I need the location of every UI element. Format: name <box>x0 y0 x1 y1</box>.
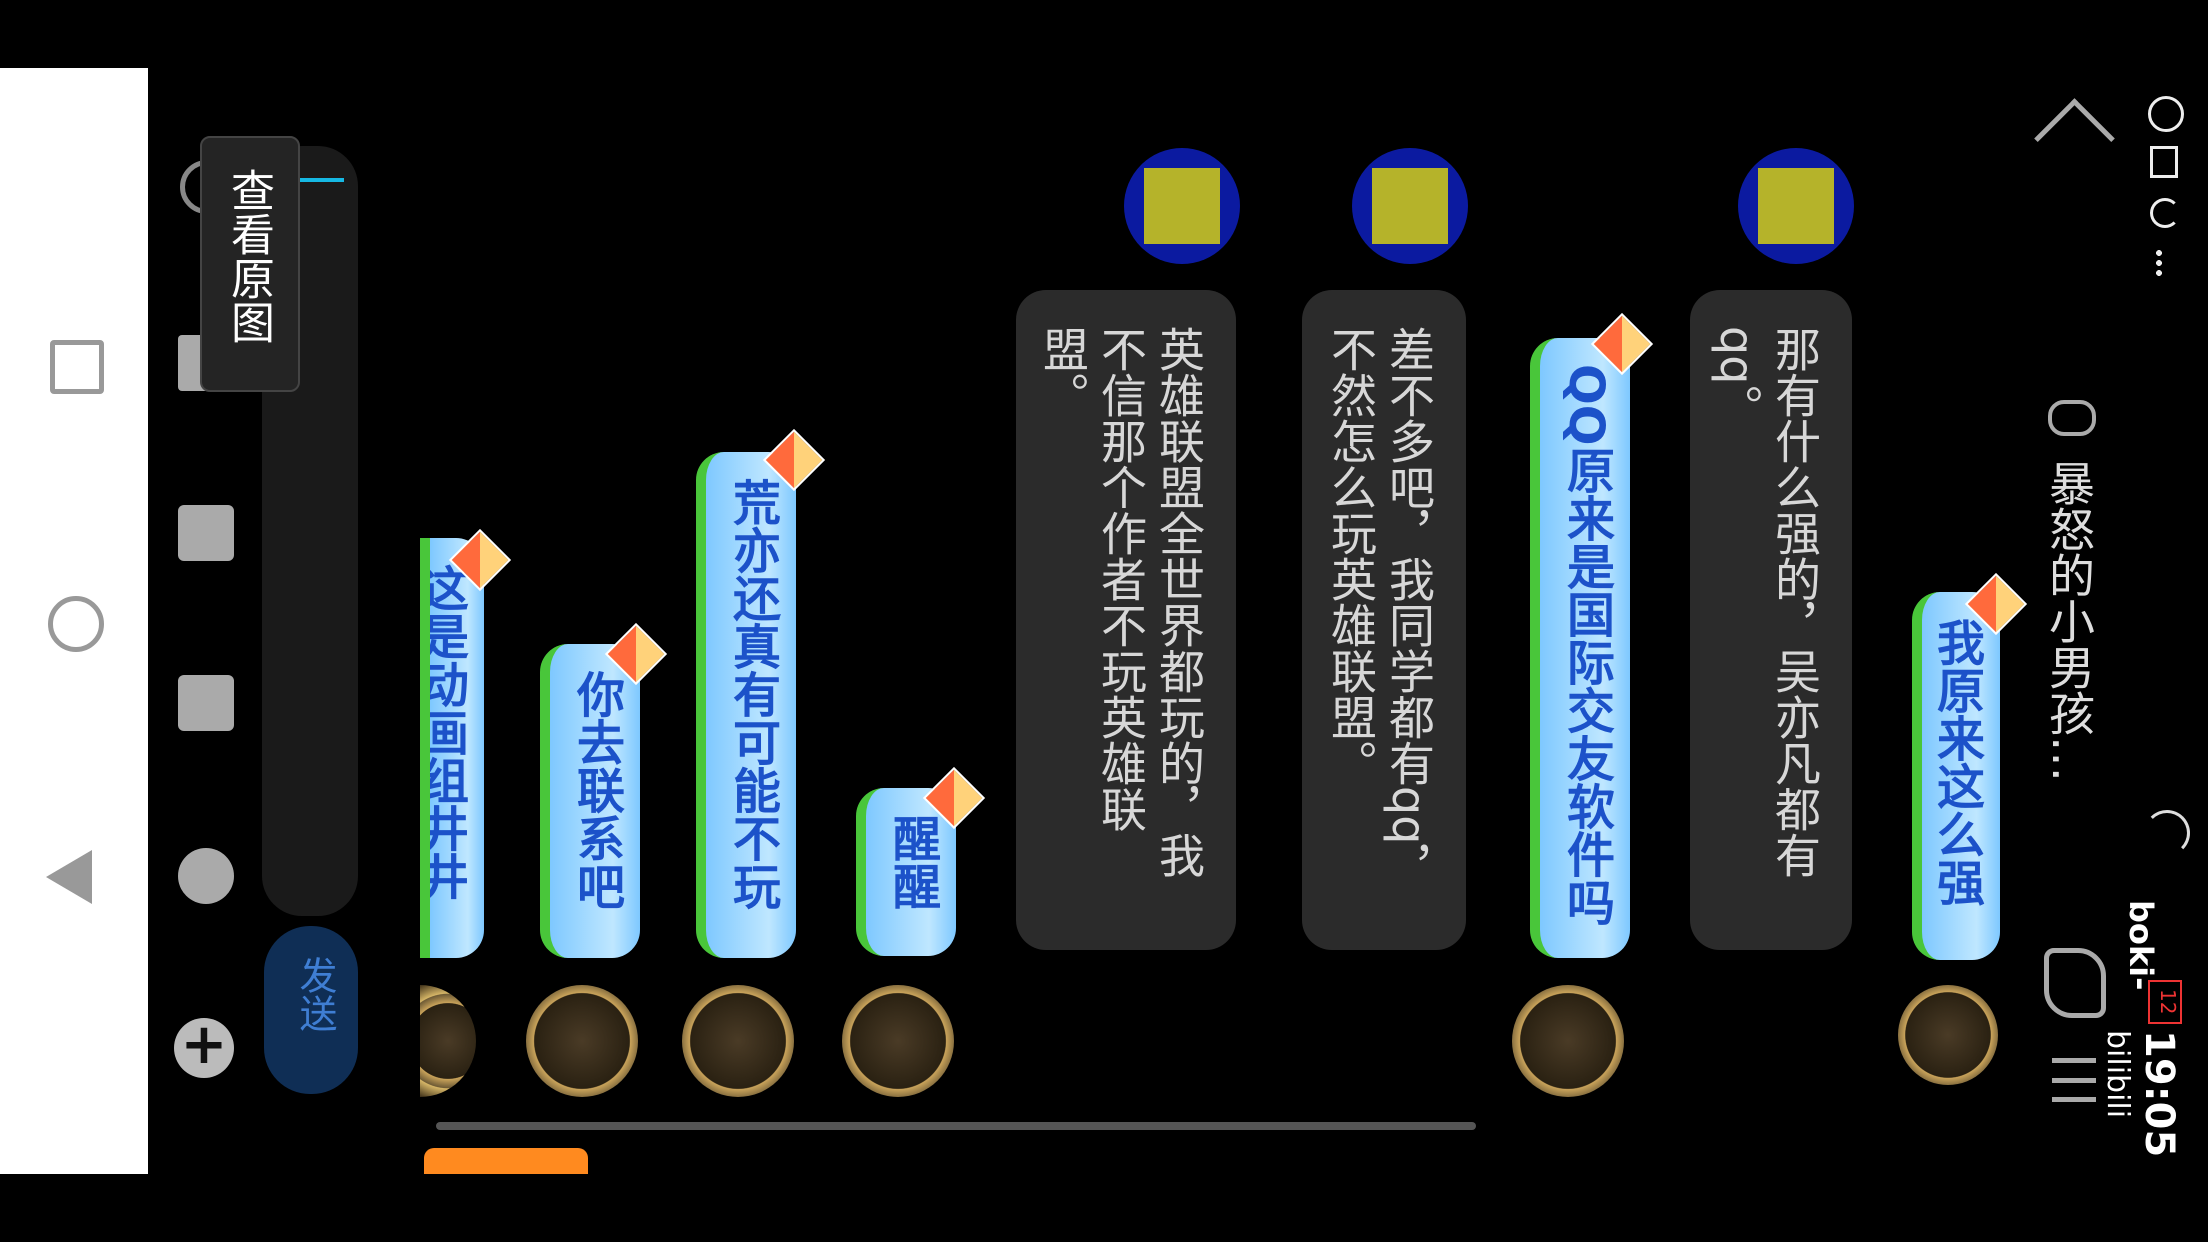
globe-icon <box>2148 96 2184 132</box>
home-button[interactable] <box>48 596 104 652</box>
self-avatar-5[interactable] <box>526 985 638 1097</box>
watermark: boki- <box>2122 900 2160 991</box>
self-avatar-1[interactable] <box>1898 985 1998 1085</box>
send-button-label: 发送 <box>293 956 337 1032</box>
more-dots-icon <box>2156 248 2162 278</box>
self-avatar-6[interactable] <box>420 985 476 1097</box>
outer-message-5: 你去联系吧 <box>540 644 640 958</box>
chat-title: 暴怒的小男孩… <box>2042 460 2096 782</box>
self-avatar-2[interactable] <box>1512 985 1624 1097</box>
message-3: 英雄联盟全世界都玩的，我不信那个作者不玩英雄联盟。 <box>1016 290 1236 950</box>
dnd-icon <box>2150 198 2180 228</box>
camera-icon[interactable] <box>178 505 234 561</box>
message-2: 差不多吧，我同学都有qq，不然怎么玩英雄联盟。 <box>1302 290 1466 950</box>
menu-icon-middle <box>2052 1078 2096 1083</box>
header: 暴怒的小男孩… <box>2016 98 2136 1140</box>
self-avatar-3[interactable] <box>842 985 954 1097</box>
text-cursor <box>286 178 344 182</box>
signal-icon <box>2144 810 2190 856</box>
outer-message-2: QQ原来是国际交友软件吗 <box>1530 338 1630 958</box>
screen-icon <box>2150 146 2178 178</box>
scrollbar[interactable] <box>436 1122 1476 1130</box>
phone-icon[interactable] <box>2044 948 2106 1018</box>
outer-message-1: 我原来这么强 <box>1912 592 2000 960</box>
recent-apps-button[interactable] <box>50 340 104 394</box>
clock: 19:05 <box>2136 1030 2182 1158</box>
carrier-label: bilibili <box>2100 1030 2135 1119</box>
back-button[interactable] <box>46 850 92 904</box>
message-1: 那有什么强的，吴亦凡都有qq。 <box>1690 290 1852 950</box>
plus-icon[interactable]: + <box>174 1017 234 1078</box>
avatar-1[interactable] <box>1738 148 1854 264</box>
outer-message-3: 醒醒 <box>856 788 956 956</box>
outer-message-6: 这是动画组井井 <box>420 538 484 958</box>
nav-bar <box>0 68 148 1174</box>
self-avatar-4[interactable] <box>682 985 794 1097</box>
link-icon[interactable] <box>2048 400 2096 436</box>
avatar-3[interactable] <box>1124 148 1240 264</box>
menu-icon[interactable] <box>2052 1058 2096 1102</box>
emoji-icon[interactable] <box>178 848 234 904</box>
view-original-button[interactable]: 查看原图 <box>200 136 300 392</box>
red-packet-icon[interactable] <box>178 675 234 731</box>
battery-indicator: 12 <box>2148 980 2182 1024</box>
view-original-label: 查看原图 <box>223 168 274 344</box>
send-button[interactable]: 发送 <box>264 926 358 1094</box>
outer-message-4: 荒亦还真有可能不玩 <box>696 452 796 958</box>
orange-tab[interactable] <box>424 1148 588 1174</box>
status-bar: 12 19:05 boki- bilibili <box>2100 90 2200 1157</box>
avatar-2[interactable] <box>1352 148 1468 264</box>
input-toolbar: + 发送 <box>160 130 410 1120</box>
chevron-up-icon[interactable] <box>2034 98 2115 179</box>
